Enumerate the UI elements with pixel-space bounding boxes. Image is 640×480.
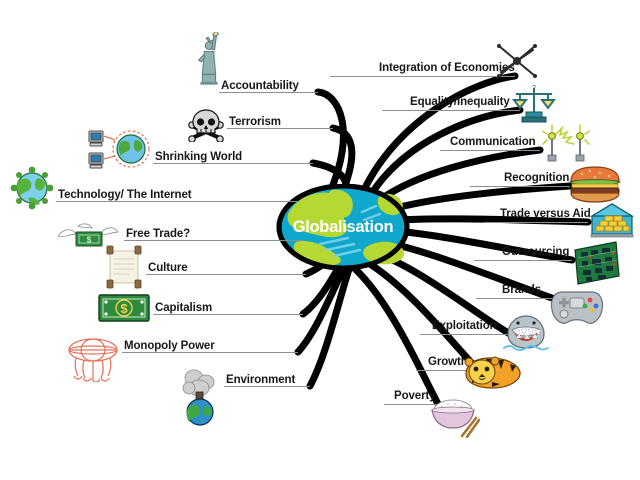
tiger-icon: [462, 348, 522, 392]
aid-warehouse-gold-icon: [590, 202, 634, 238]
branch-underline-culture: [146, 274, 306, 275]
branch-underline-brands: [476, 298, 552, 299]
branch-label-technology[interactable]: Technology/ The Internet: [58, 189, 192, 201]
monopoly-globe-hands-icon: [66, 336, 120, 382]
branch-label-poverty[interactable]: Poverty: [394, 390, 436, 402]
branch-underline-recognition: [470, 186, 570, 187]
branch-line-tip: [351, 265, 439, 405]
skull-and-crossbones-icon: [186, 108, 226, 142]
branch-label-monopoly-power[interactable]: Monopoly Power: [124, 340, 215, 352]
branch-label-exploitation[interactable]: Exploitation: [432, 320, 497, 332]
branch-label-environment[interactable]: Environment: [226, 374, 296, 386]
globe-icon: [276, 184, 410, 270]
branch-underline-environment: [224, 386, 310, 387]
rice-bowl-chopsticks-icon: [428, 392, 480, 438]
branch-label-shrinking-world[interactable]: Shrinking World: [155, 151, 243, 163]
branch-line-tip: [365, 75, 516, 187]
shark-icon: [502, 314, 550, 354]
branch-label-integration[interactable]: Integration of Economies: [379, 62, 515, 74]
networked-computers-globe-icon: [88, 128, 150, 174]
branch-label-recognition[interactable]: Recognition: [504, 172, 570, 184]
branch-label-brands[interactable]: Brands: [502, 284, 542, 296]
branch-underline-equality: [382, 110, 520, 111]
statue-of-liberty-icon: [190, 32, 228, 88]
branch-line-tip: [309, 265, 351, 387]
svg-text:$: $: [87, 236, 92, 245]
dollar-bill-icon: $: [98, 292, 150, 324]
network-star-icon: [493, 40, 541, 82]
branch-underline-communication: [440, 150, 540, 151]
branch-label-communication[interactable]: Communication: [450, 136, 536, 148]
polluted-globe-smoke-icon: [178, 368, 222, 426]
branch-underline-capitalism: [153, 314, 303, 315]
branch-line-tip: [369, 109, 521, 197]
svg-text:?: ?: [532, 85, 536, 92]
branch-label-outsourcing[interactable]: Outsourcing: [502, 246, 570, 258]
branch-underline-growth: [416, 370, 478, 371]
branch-underline-monopoly-power: [122, 352, 298, 353]
branch-label-culture[interactable]: Culture: [148, 262, 188, 274]
global-network-people-icon: [10, 166, 54, 210]
branch-label-growth[interactable]: Growth: [428, 356, 468, 368]
branch-underline-shrinking-world: [153, 163, 313, 164]
branch-underline-outsourcing: [474, 260, 572, 261]
branch-underline-integration: [330, 76, 515, 77]
scroll-icon: [104, 245, 144, 289]
branch-underline-terrorism: [227, 128, 333, 129]
radio-antennas-icon: [542, 122, 590, 162]
branch-label-accountability[interactable]: Accountability: [221, 80, 299, 92]
branch-underline-exploitation: [420, 334, 510, 335]
branch-label-equality[interactable]: Equality/Inequality: [410, 96, 510, 108]
branch-label-terrorism[interactable]: Terrorism: [229, 116, 281, 128]
branch-underline-trade-versus-aid: [484, 222, 588, 223]
branch-underline-free-trade: [124, 240, 304, 241]
branch-underline-accountability: [219, 92, 318, 93]
svg-text:$: $: [120, 301, 128, 316]
branch-label-free-trade[interactable]: Free Trade?: [126, 228, 191, 240]
circuit-board-icon: [572, 240, 622, 286]
branch-underline-poverty: [384, 404, 438, 405]
flying-money-icon: $: [56, 222, 120, 252]
branch-label-capitalism[interactable]: Capitalism: [155, 302, 213, 314]
branch-label-trade-versus-aid[interactable]: Trade versus Aid: [500, 208, 591, 220]
game-controller-icon: [548, 286, 606, 328]
hamburger-icon: [568, 165, 622, 203]
branch-underline-technology: [56, 201, 299, 202]
balance-scales-icon: ?: [512, 84, 556, 124]
